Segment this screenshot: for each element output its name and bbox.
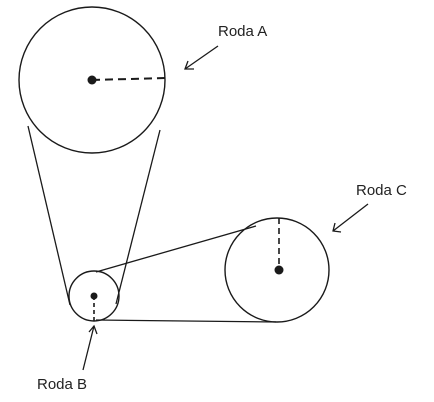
arrow-wheel-c	[332, 203, 369, 233]
belt-a-b-left	[27, 125, 71, 306]
belt-b-c-top	[95, 225, 257, 273]
wheel-c-label: Roda C	[356, 182, 407, 199]
wheel-a-radius	[91, 77, 167, 81]
arrow-wheel-b	[82, 324, 98, 371]
wheel-a	[18, 6, 166, 154]
wheel-a-label: Roda A	[218, 23, 267, 40]
belt-a-b-right	[115, 129, 161, 305]
wheel-b-label: Roda B	[37, 376, 87, 393]
wheel-c	[224, 217, 330, 323]
arrow-wheel-a	[184, 45, 219, 70]
belt-b-c-bottom	[95, 319, 277, 323]
